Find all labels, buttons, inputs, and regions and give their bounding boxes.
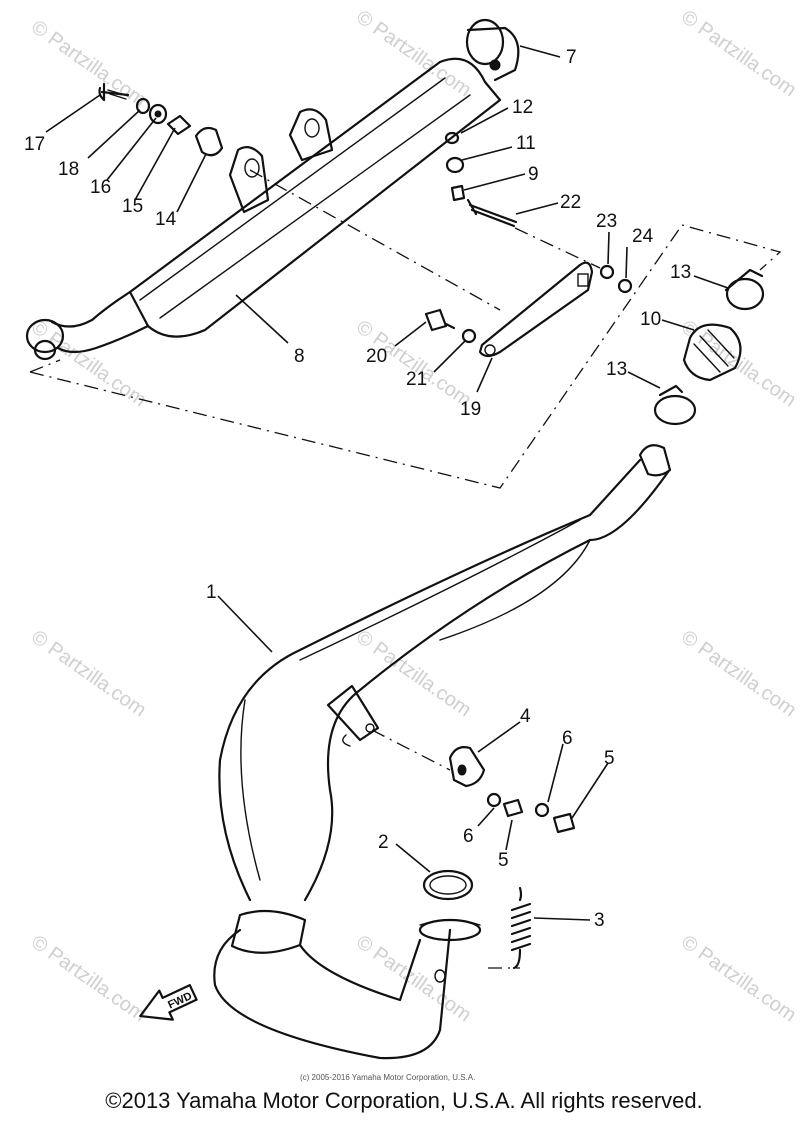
callout-5: 5 (604, 748, 615, 769)
callout-4: 4 (520, 706, 531, 727)
watermark: © Partzilla.com (352, 6, 475, 101)
callout-14: 14 (155, 209, 177, 230)
callout-7: 8 (294, 346, 305, 367)
callout-11: 12 (512, 97, 533, 118)
callout-9: 9 (528, 164, 539, 185)
watermark: © Partzilla.com (27, 931, 150, 1026)
callout-8: 7 (566, 47, 577, 68)
callout-17: 17 (24, 134, 45, 155)
callout-18: 18 (58, 159, 79, 180)
callout-23: 23 (596, 211, 617, 232)
watermark: © Partzilla.com (677, 6, 800, 101)
small-copyright: (c) 2005-2016 Yamaha Motor Corporation, … (300, 1073, 475, 1082)
callout-20: 20 (366, 346, 387, 367)
callout-1: 1 (206, 582, 217, 603)
callout-19: 19 (460, 399, 481, 420)
callout-10: 11 (516, 133, 536, 154)
copyright-notice: ©2013 Yamaha Motor Corporation, U.S.A. A… (105, 1088, 703, 1113)
watermark: © Partzilla.com (677, 626, 800, 721)
watermark: © Partzilla.com (677, 931, 800, 1026)
exhaust-pipe (213, 444, 672, 1060)
callout-16: 16 (90, 177, 111, 198)
watermark: © Partzilla.com (27, 16, 150, 111)
callout-5: 5 (498, 850, 509, 871)
joint-and-clamps (653, 268, 765, 426)
watermark: © Partzilla.com (27, 626, 150, 721)
callout-6: 6 (463, 826, 474, 847)
assembly-lines (29, 169, 782, 969)
mount-damper-hardware (448, 746, 576, 834)
callout-12: 10 (640, 309, 661, 330)
callout-22: 22 (560, 192, 581, 213)
callout-15: 15 (122, 196, 143, 217)
silencer (25, 57, 502, 361)
callout-13: 13 (606, 359, 627, 380)
callout-2: 2 (378, 832, 389, 853)
watermark: © Partzilla.com (352, 626, 475, 721)
mount-hardware-left (98, 82, 224, 157)
callout-3: 3 (594, 910, 605, 931)
callout-13: 13 (670, 262, 691, 283)
callout-21: 21 (406, 369, 427, 390)
stay-bracket (424, 261, 594, 358)
callout-numbers: 7 17 18 16 15 14 8 12 11 9 22 23 24 13 1… (24, 47, 691, 931)
leader-lines (45, 45, 729, 921)
watermarks: © Partzilla.com © Partzilla.com © Partzi… (27, 6, 800, 1026)
callout-24: 24 (632, 226, 654, 247)
mount-hardware-right (444, 131, 633, 294)
end-cap (465, 18, 520, 82)
callout-6: 6 (562, 728, 573, 749)
watermark: © Partzilla.com (352, 931, 475, 1026)
gasket-and-spring (422, 869, 532, 970)
